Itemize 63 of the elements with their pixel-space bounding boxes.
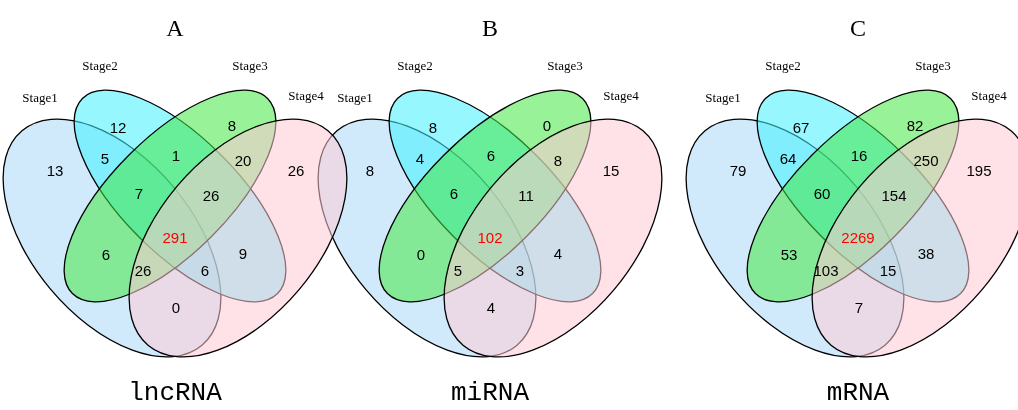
set-label: Stage3 bbox=[547, 58, 583, 74]
set-label: Stage4 bbox=[603, 88, 639, 104]
region-count: 9 bbox=[238, 244, 248, 262]
region-count: 291 bbox=[162, 228, 188, 246]
set-label: Stage1 bbox=[705, 90, 741, 106]
region-count: 5 bbox=[453, 261, 463, 279]
set-label: Stage2 bbox=[397, 58, 433, 74]
panel-letter: B bbox=[482, 14, 498, 42]
region-count: 60 bbox=[813, 184, 831, 202]
region-count: 67 bbox=[792, 118, 810, 136]
set-label: Stage1 bbox=[337, 90, 373, 106]
panel-letter: C bbox=[850, 14, 866, 42]
region-count: 102 bbox=[477, 228, 503, 246]
panel-title: miRNA bbox=[451, 378, 529, 408]
region-count: 53 bbox=[780, 245, 798, 263]
set-label: Stage3 bbox=[232, 58, 268, 74]
region-count: 4 bbox=[553, 244, 563, 262]
region-count: 82 bbox=[906, 116, 924, 134]
region-count: 1 bbox=[171, 146, 181, 164]
region-count: 0 bbox=[416, 245, 426, 263]
region-count: 15 bbox=[602, 161, 620, 179]
region-count: 4 bbox=[415, 149, 425, 167]
region-count: 4 bbox=[486, 298, 496, 316]
region-count: 11 bbox=[518, 186, 534, 204]
set-label: Stage4 bbox=[971, 88, 1007, 104]
region-count: 38 bbox=[917, 244, 935, 262]
set-label: Stage2 bbox=[82, 58, 118, 74]
region-count: 7 bbox=[854, 298, 864, 316]
region-count: 8 bbox=[365, 161, 375, 179]
panel-letter: A bbox=[166, 14, 184, 42]
region-count: 103 bbox=[813, 261, 839, 279]
region-count: 5 bbox=[100, 149, 110, 167]
set-label: Stage2 bbox=[765, 58, 801, 74]
region-count: 12 bbox=[109, 118, 127, 136]
region-count: 3 bbox=[515, 261, 525, 279]
region-count: 79 bbox=[729, 161, 747, 179]
region-count: 16 bbox=[850, 146, 868, 164]
region-count: 26 bbox=[134, 261, 152, 279]
region-count: 6 bbox=[101, 245, 111, 263]
set-label: Stage3 bbox=[915, 58, 951, 74]
region-count: 195 bbox=[966, 161, 992, 179]
region-count: 8 bbox=[553, 151, 563, 169]
region-count: 26 bbox=[202, 186, 220, 204]
region-count: 64 bbox=[779, 149, 797, 167]
set-label: Stage1 bbox=[22, 90, 58, 106]
region-count: 8 bbox=[227, 116, 237, 134]
region-count: 154 bbox=[881, 186, 907, 204]
panel-title: mRNA bbox=[826, 378, 890, 408]
region-count: 0 bbox=[542, 116, 552, 134]
region-count: 250 bbox=[913, 151, 939, 169]
region-count: 6 bbox=[449, 184, 459, 202]
set-label: Stage4 bbox=[288, 88, 324, 104]
region-count: 20 bbox=[234, 151, 252, 169]
region-count: 15 bbox=[879, 261, 897, 279]
region-count: 2269 bbox=[841, 228, 875, 246]
region-count: 13 bbox=[46, 161, 64, 179]
region-count: 6 bbox=[200, 261, 210, 279]
region-count: 6 bbox=[486, 146, 496, 164]
region-count: 26 bbox=[287, 161, 305, 179]
region-count: 0 bbox=[171, 298, 181, 316]
panel-title: lncRNA bbox=[128, 378, 222, 408]
region-count: 8 bbox=[428, 118, 438, 136]
region-count: 7 bbox=[134, 184, 144, 202]
